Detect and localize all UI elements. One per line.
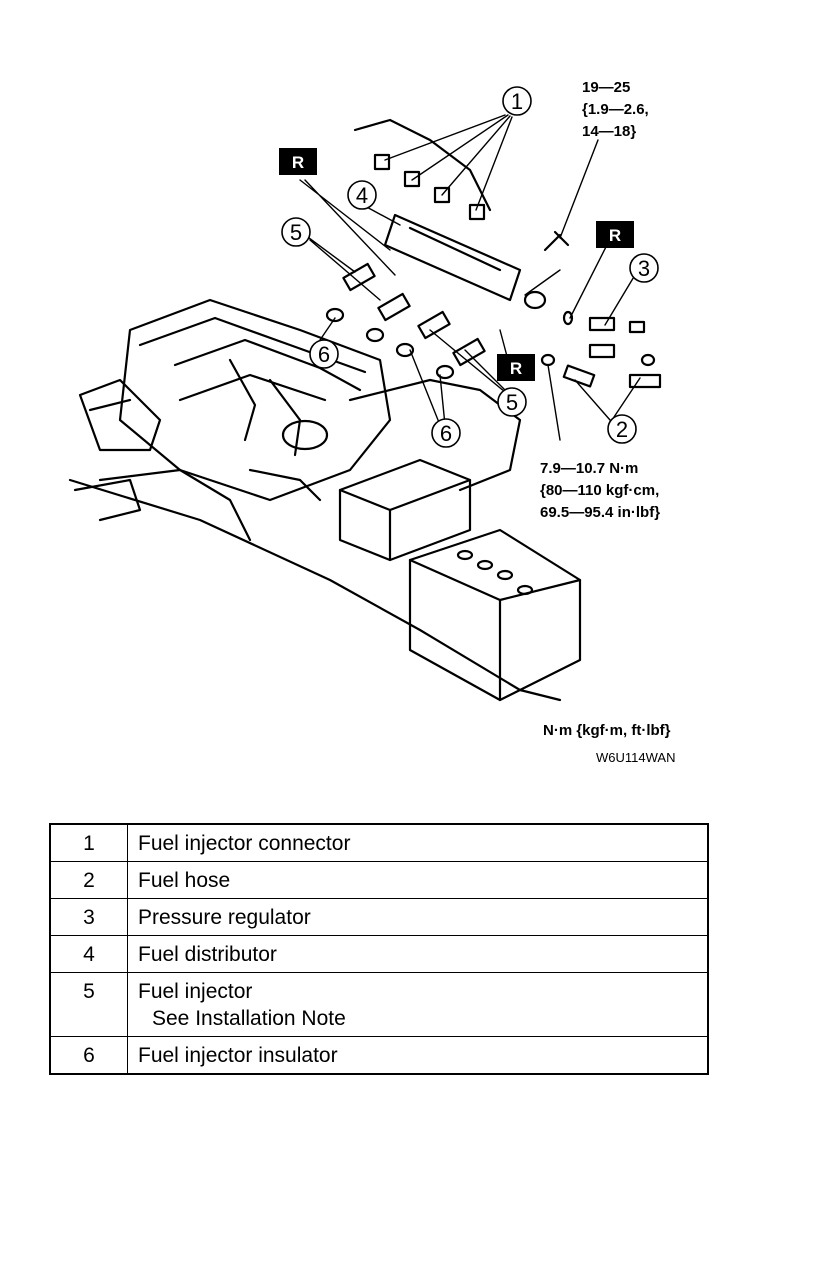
torque-bottom-line-2: {80—110 kgf·cm, <box>540 482 659 499</box>
table-row: 2 Fuel hose <box>49 861 709 899</box>
part-name: Fuel injector insulator <box>127 1036 709 1075</box>
fuel-injectors <box>325 262 486 380</box>
table-row: 4 Fuel distributor <box>49 935 709 973</box>
r-mark-2: R <box>609 226 621 245</box>
part-name: Fuel injector <box>138 980 253 1003</box>
parts-table: 1 Fuel injector connector 2 Fuel hose 3 … <box>49 823 709 1075</box>
table-row: 3 Pressure regulator <box>49 898 709 936</box>
table-row: 6 Fuel injector insulator <box>49 1036 709 1075</box>
table-row: 5 Fuel injector See Installation Note <box>49 972 709 1037</box>
part-name: Fuel injector connector <box>127 823 709 862</box>
pressure-regulator <box>523 290 646 359</box>
r-mark-box-1 <box>279 148 317 175</box>
fuel-hose-parts <box>540 353 662 389</box>
leader-lines <box>299 114 641 441</box>
r-mark-3: R <box>510 359 522 378</box>
part-number: 1 <box>49 823 128 862</box>
fuel-distributor-rail <box>383 213 522 302</box>
unit-note: N·m {kgf·m, ft·lbf} <box>543 722 671 739</box>
part-name: Fuel hose <box>127 861 709 899</box>
air-cleaner <box>338 458 472 562</box>
part-cell: Fuel injector See Installation Note <box>127 972 709 1037</box>
figure-code: W6U114WAN <box>596 750 675 765</box>
torque-top-line-1: 19—25 <box>582 79 630 96</box>
chassis-edge <box>68 478 562 702</box>
bolt <box>543 230 570 252</box>
part-number: 5 <box>49 972 128 1037</box>
callout-6-right: 6 <box>440 421 452 446</box>
torque-top-line-3: 14—18} <box>582 123 636 140</box>
part-number: 6 <box>49 1036 128 1075</box>
part-name: Pressure regulator <box>127 898 709 936</box>
injector-harness <box>353 118 492 221</box>
torque-bottom-line-3: 69.5—95.4 in·lbf} <box>540 504 660 521</box>
engine-diagram: 1 2 3 4 5 5 6 6 R R R 19—25 {1.9—2.6, 14… <box>68 79 675 765</box>
callout-5-right: 5 <box>506 390 518 415</box>
torque-top-line-2: {1.9—2.6, <box>582 101 649 118</box>
part-name: Fuel distributor <box>127 935 709 973</box>
r-mark-1: R <box>292 153 304 172</box>
part-number: 3 <box>49 898 128 936</box>
battery <box>408 528 582 702</box>
engine-block <box>78 298 522 542</box>
r-mark-box-2 <box>596 221 634 248</box>
torque-bottom-line-1: 7.9—10.7 N·m <box>540 460 638 477</box>
part-number: 4 <box>49 935 128 973</box>
r-mark-box-3 <box>497 354 535 381</box>
callout-5-left: 5 <box>290 220 302 245</box>
part-number: 2 <box>49 861 128 899</box>
installation-note: See Installation Note <box>152 1007 346 1030</box>
callout-2: 2 <box>616 417 628 442</box>
callout-1: 1 <box>511 89 523 114</box>
callout-6-left: 6 <box>318 342 330 367</box>
table-row: 1 Fuel injector connector <box>49 823 709 862</box>
callout-3: 3 <box>638 256 650 281</box>
callout-4: 4 <box>356 183 368 208</box>
